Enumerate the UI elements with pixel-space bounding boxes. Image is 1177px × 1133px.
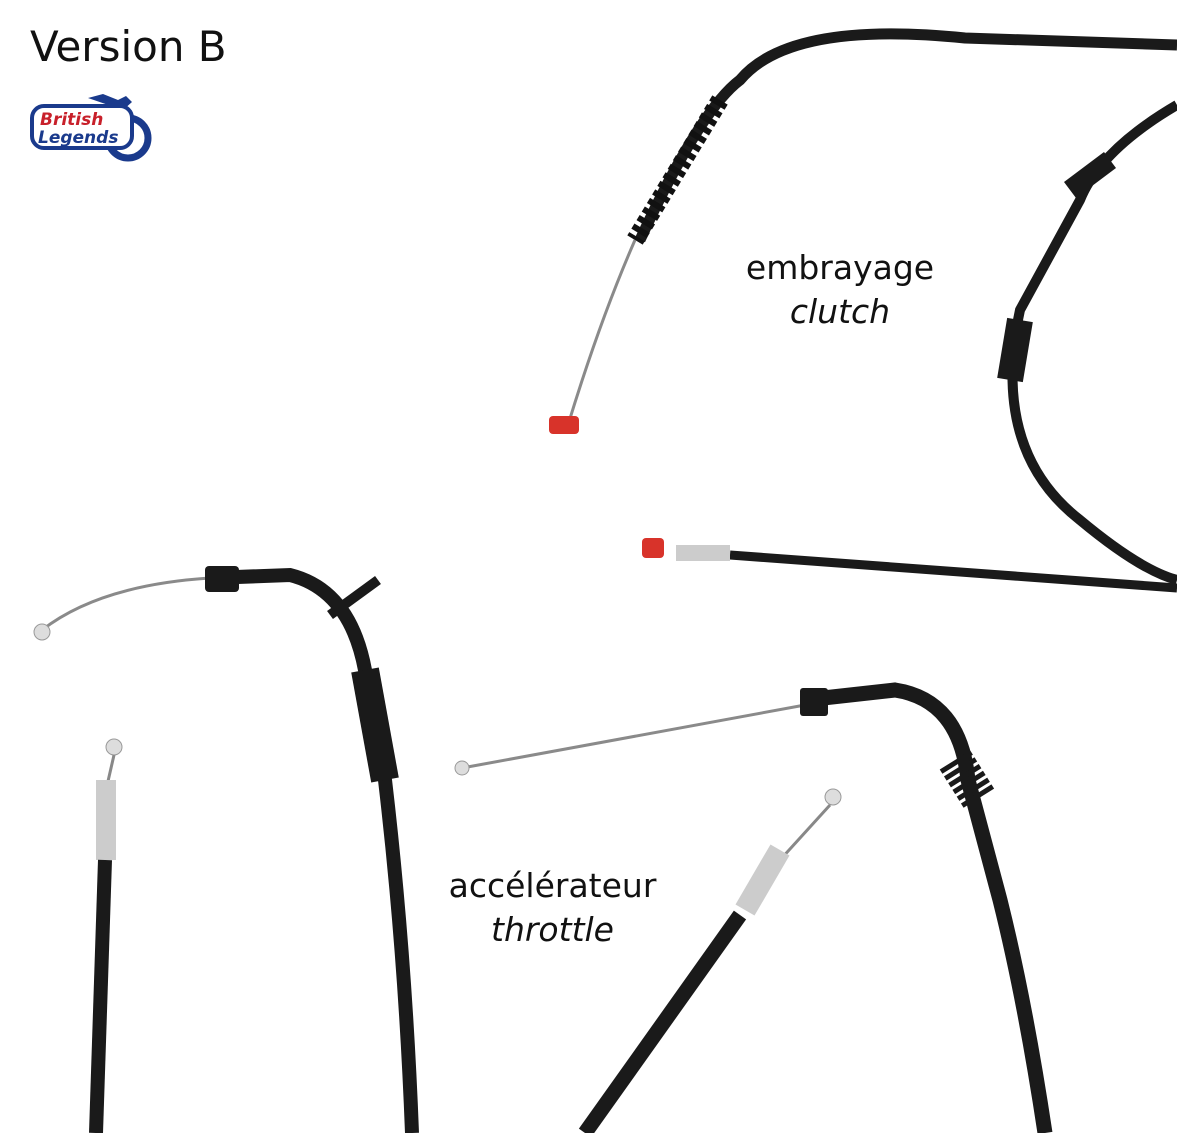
version-title: Version B [30, 22, 227, 71]
clutch-label-en: clutch [789, 292, 891, 331]
svg-text:Legends: Legends [38, 128, 118, 148]
clutch-end-nipple [549, 416, 579, 434]
clutch-label-fr: embrayage [745, 248, 935, 287]
clutch-label: embrayage clutch [740, 246, 940, 334]
british-legends-logo: British Legends [30, 94, 152, 162]
throttle-label-fr: accélérateur [448, 866, 657, 905]
throttle-cable-left [33, 566, 419, 1133]
clutch-cable [549, 28, 1177, 593]
clutch-end-nipple [642, 538, 664, 558]
throttle-label: accélérateur throttle [430, 864, 675, 952]
svg-text:British: British [40, 110, 103, 130]
throttle-cable-right [454, 682, 1053, 1133]
throttle-label-en: throttle [491, 910, 614, 949]
